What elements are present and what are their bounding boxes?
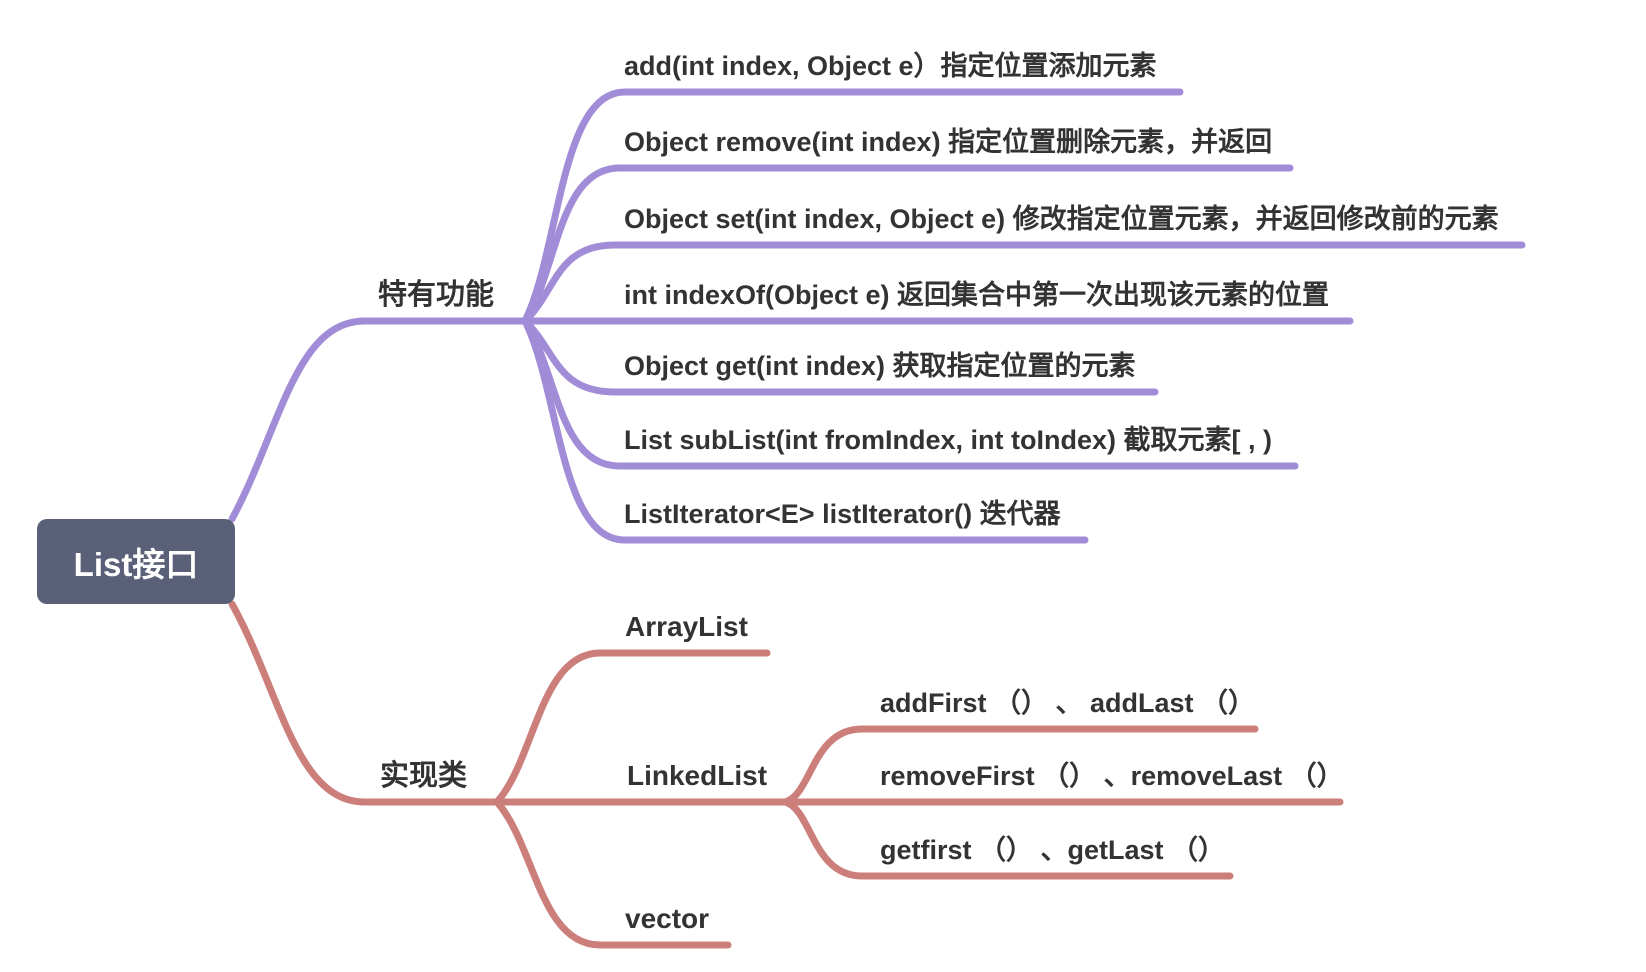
impl-item-linkedlist[interactable]: LinkedList bbox=[627, 760, 768, 791]
linkedlist-item-removefirst-removelast[interactable]: removeFirst （） 、removeLast （） bbox=[880, 761, 1344, 791]
edge-impl-arraylist bbox=[493, 649, 771, 806]
linkedlist-item-addfirst-addlast[interactable]: addFirst （） 、 addLast （） bbox=[880, 688, 1256, 718]
edge-linkedlist-addfirst bbox=[781, 725, 1259, 806]
method-item-set[interactable]: Object set(int index, Object e) 修改指定位置元素… bbox=[624, 204, 1499, 234]
method-item-sublist[interactable]: List subList(int fromIndex, int toIndex)… bbox=[624, 425, 1272, 455]
branch-label-impl-classes[interactable]: 实现类 bbox=[380, 760, 468, 792]
method-item-add[interactable]: add(int index, Object e）指定位置添加元素 bbox=[624, 51, 1157, 81]
method-item-indexof[interactable]: int indexOf(Object e) 返回集合中第一次出现该元素的位置 bbox=[624, 280, 1330, 310]
edge-method-remove bbox=[521, 164, 1294, 325]
edge-linkedlist-removefirst bbox=[781, 798, 1234, 880]
impl-item-arraylist[interactable]: ArrayList bbox=[625, 611, 748, 642]
method-item-get[interactable]: Object get(int index) 获取指定位置的元素 bbox=[624, 351, 1136, 381]
edge-method-set bbox=[521, 241, 1526, 325]
root-node[interactable]: List接口 bbox=[37, 519, 235, 604]
method-item-remove[interactable]: Object remove(int index) 指定位置删除元素，并返回 bbox=[624, 127, 1273, 157]
impl-item-vector[interactable]: vector bbox=[625, 903, 710, 934]
edge-root-special-features bbox=[228, 317, 529, 523]
edge-impl-vector bbox=[493, 798, 732, 949]
linkedlist-item-getfirst-getlast[interactable]: getfirst （） 、getLast （） bbox=[880, 835, 1226, 865]
edge-method-listiterator bbox=[521, 317, 1089, 544]
branch-label-special-features[interactable]: 特有功能 bbox=[378, 279, 495, 311]
edge-root-impl-classes bbox=[228, 600, 501, 806]
method-item-listiterator[interactable]: ListIterator<E> listIterator() 迭代器 bbox=[624, 499, 1061, 529]
